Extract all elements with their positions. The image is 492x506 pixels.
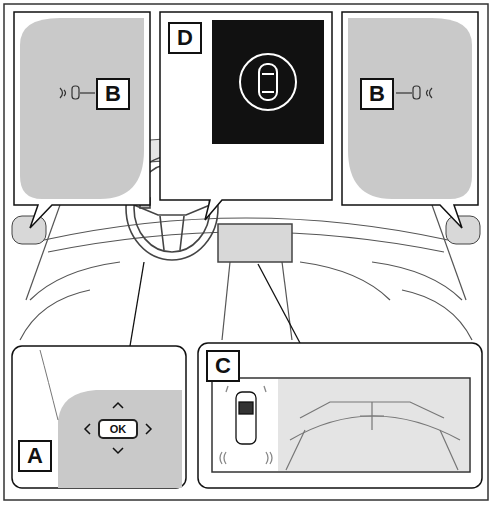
wheel-rim <box>40 350 58 420</box>
mirror-glass <box>348 18 472 199</box>
callout-letter: B <box>96 78 130 110</box>
callout-letter: C <box>206 350 240 382</box>
bsm-indicator <box>396 86 432 99</box>
side-mirror-left <box>12 216 46 244</box>
switch-panel <box>58 390 182 488</box>
screen <box>212 378 470 472</box>
display-callout <box>160 12 332 220</box>
icon-screen <box>212 20 324 144</box>
camera-view <box>278 379 469 471</box>
screen-inset <box>198 343 482 488</box>
bsm-indicator <box>60 86 95 99</box>
button-label: OK <box>110 424 127 435</box>
mirror-callout <box>342 12 478 228</box>
mirror-callout <box>14 12 150 228</box>
callout-letter: D <box>168 22 202 54</box>
leader-line <box>258 264 300 343</box>
switch-inset <box>12 346 186 488</box>
arrow-keys <box>85 403 151 453</box>
frame <box>4 4 488 500</box>
camera-guides <box>286 402 460 470</box>
mirror-glass <box>20 18 144 199</box>
callout-letter-text: B <box>105 83 121 105</box>
car-topview <box>220 386 272 464</box>
callout-letter-text: A <box>27 445 43 467</box>
side-mirror-right <box>446 216 480 244</box>
callout-letter-text: B <box>369 83 385 105</box>
leader-line <box>130 262 144 346</box>
center-display <box>218 224 292 262</box>
callout-letter-text: D <box>177 27 193 49</box>
callout-letter-text: C <box>215 355 231 377</box>
callout-letter: A <box>18 440 52 472</box>
car-icon <box>240 54 296 110</box>
callout-letter: B <box>360 78 394 110</box>
ok-button: OK <box>98 419 138 439</box>
